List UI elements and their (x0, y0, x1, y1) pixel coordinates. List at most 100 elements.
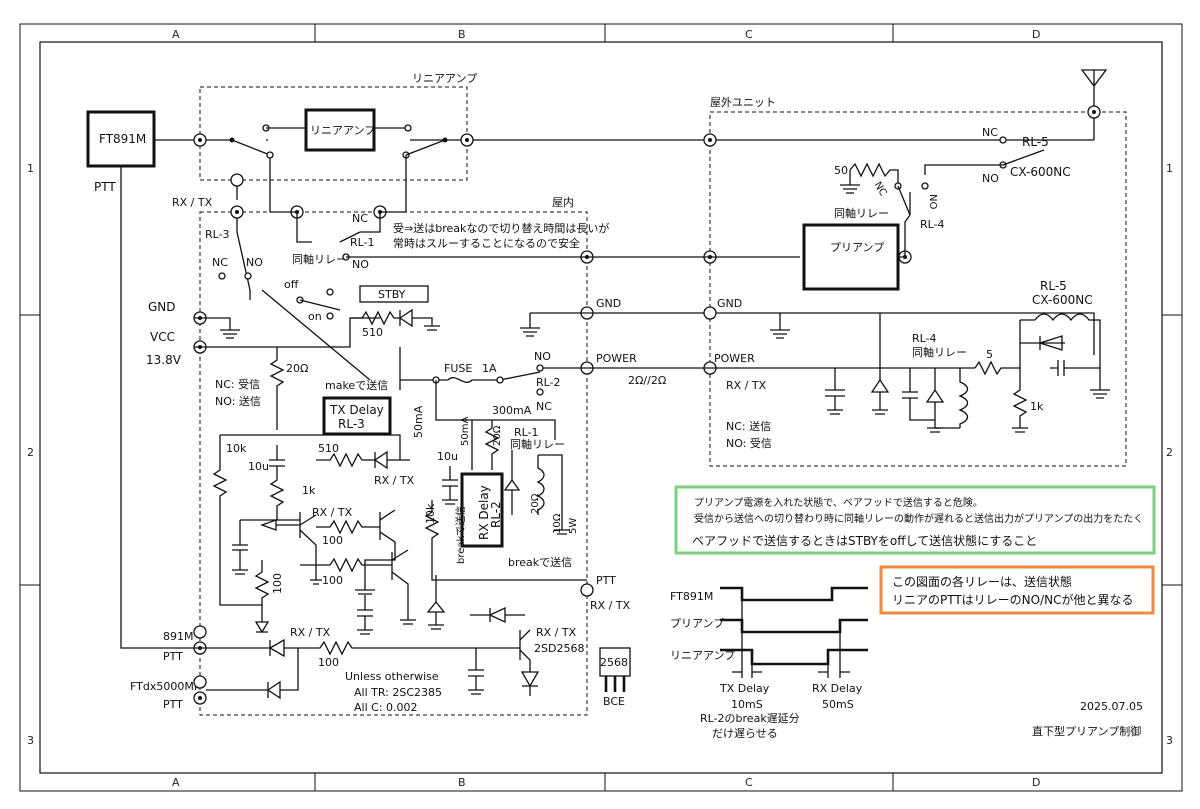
green-note-box (674, 485, 1156, 555)
tr-2sd2568-label: 2SD2568 (534, 642, 584, 655)
ftdx-label: FTdx5000MP (130, 680, 201, 693)
green-note-line2: 受信から送信への切り替わり時に同軸リレーの動作が遅れると送信出力がプリアンプの出… (694, 512, 1143, 525)
rl4-label: RL-4 (920, 218, 945, 231)
break-tx-vertical: breakで送信 (454, 506, 467, 564)
power-right-label: POWER (714, 352, 755, 365)
timing-rx-delay: RX Delay (812, 682, 863, 695)
rf-main-line (154, 112, 1095, 141)
timing-sig2-wave (720, 618, 868, 634)
tr-package-box (599, 647, 631, 677)
linear-amp-box-label: リニアアンプ (310, 124, 375, 137)
grid-ticks (20, 24, 1182, 791)
ptt-891m-line (120, 166, 520, 658)
rl2-no: NO (534, 350, 551, 363)
fuse-label: FUSE (444, 362, 472, 375)
rl1-label-2: RL-1 (514, 426, 539, 439)
stby-label: STBY (378, 288, 406, 301)
rl4-coax-relay-2: 同軸リレー (912, 345, 967, 359)
rl4-label-2: RL-4 (912, 332, 937, 345)
linear-amp-box (304, 108, 376, 152)
all-c: All C: 0.002 (354, 701, 418, 714)
ma50-right: 50mA (460, 417, 471, 446)
r20-rl1: 20Ω (530, 493, 541, 514)
gnd-left-label: GND (596, 297, 621, 310)
rx-tx-outdoor: RX / TX (726, 379, 767, 392)
unless-otherwise: Unless otherwise (345, 670, 439, 683)
vcc-rail (194, 317, 380, 348)
grid-col-d-bottom: D (1032, 776, 1040, 789)
make-tx-label: makeで送信 (325, 378, 388, 392)
ft891m-label: FT891M (99, 132, 146, 146)
rl3-nc: NC (212, 256, 228, 269)
ptt-891m-label: 891M (163, 630, 194, 643)
rl1-label: RL-1 (350, 236, 375, 249)
fuse-rating: 1A (482, 362, 497, 375)
footer-date: 2025.07.05 (1080, 700, 1143, 713)
all-tr: All TR: 2SC2385 (354, 686, 442, 699)
r510-label-2: 510 (318, 442, 339, 455)
r20-label: 20Ω (286, 362, 308, 375)
tr-package-label: 2568 (600, 656, 628, 669)
rl5-label: RL-5 (1022, 135, 1049, 149)
rl5-no: NO (982, 172, 999, 185)
grid-row-2-left: 2 (27, 446, 34, 459)
indoor-region (199, 211, 588, 716)
r10-label: 10Ω (552, 513, 563, 534)
vcc-voltage: 13.8V (146, 353, 182, 367)
r-2ohm-parallel: 2Ω//2Ω (628, 374, 666, 387)
indoor-region-label: 屋内 (552, 195, 574, 209)
grid-row-1-left: 1 (27, 162, 34, 175)
grid-col-b-top: B (458, 28, 466, 41)
ptt-right-label: PTT (596, 574, 616, 587)
rl4-coil (935, 368, 969, 429)
r100-ptt: 100 (318, 656, 339, 669)
tx-delay-rl3: RL-3 (338, 417, 365, 431)
rl-linear-switch-out (380, 139, 446, 213)
rx-tx-tr-label: RX / TX (536, 626, 577, 639)
rl4-nc: NC (872, 180, 889, 198)
ma300-label: 300mA (492, 404, 532, 417)
gnd-right-label: GND (717, 297, 742, 310)
grid-col-a-top: A (172, 28, 180, 41)
r10k-label: 10k (226, 442, 247, 455)
timing-sig3-wave (720, 648, 868, 666)
note-rx-tx-1: 受⇒送はbreakなので切り替え時間は長いが (393, 221, 609, 235)
rx-delay-box (460, 472, 504, 548)
rl1-coax-relay-2: 同軸リレー (510, 437, 565, 451)
rl3-no: NO (246, 256, 263, 269)
timing-sig2-label: プリアンプ (670, 617, 724, 630)
ma50-left: 50mA (412, 405, 425, 438)
r5w-label: 5W (568, 518, 579, 534)
inner-frame (39, 41, 1163, 774)
rl1-coax-relay: 同軸リレー (292, 252, 347, 266)
ft891m-box (86, 110, 156, 168)
timing-tx-delay-val: 10mS (731, 698, 763, 711)
r1k-outdoor-label: 1k (1030, 400, 1044, 413)
r1k-label: 1k (302, 484, 316, 497)
ft891m-ptt-label: PTT (94, 180, 116, 194)
ftdx-ptt: PTT (163, 698, 183, 711)
rl1-no: NO (352, 258, 369, 271)
rl1-nc: NC (352, 212, 368, 225)
power-left-label: POWER (596, 352, 637, 365)
antenna-connector-dot (1092, 110, 1096, 114)
rx-tx-right-label: RX / TX (590, 599, 631, 612)
stby-on: on (308, 310, 322, 323)
r5-label: 5 (986, 348, 993, 361)
grid-col-c-bottom: C (745, 776, 753, 789)
stby-resistor-510 (350, 308, 440, 331)
grid-row-2-right: 2 (1166, 446, 1173, 459)
antenna-icon (1080, 69, 1108, 112)
rl2-nc: NC (536, 400, 552, 413)
preamp-label: プリアンプ (830, 241, 884, 254)
rl4-r50: 50 (834, 164, 848, 177)
grid-col-d-top: D (1032, 28, 1040, 41)
tr-package-bce: BCE (603, 695, 625, 708)
rl5-nc: NC (982, 126, 998, 139)
rl-linear-switch-in (231, 139, 297, 213)
grid-row-3-left: 3 (27, 734, 34, 747)
footer-title: 直下型プリアンプ制御 (1032, 724, 1141, 738)
timing-sig1-wave (720, 586, 868, 602)
rx-tx-ptt: RX / TX (290, 626, 331, 639)
no-tx-label: NO: 送信 (215, 394, 261, 408)
